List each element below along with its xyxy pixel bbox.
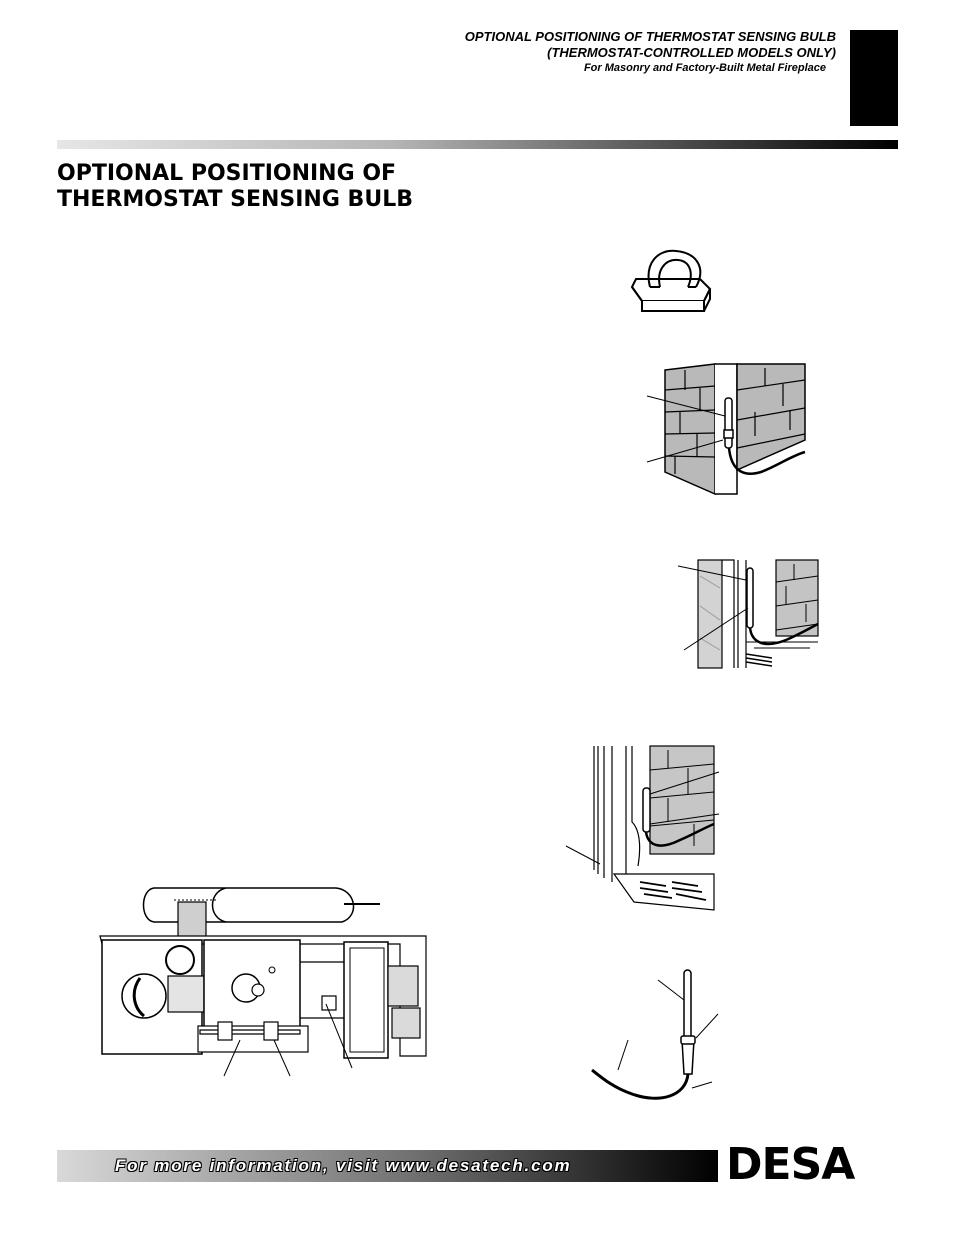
masonry-fireplace-bulb-illustration [646,363,806,496]
header-title-line2: (THERMOSTAT-CONTROLLED MODELS ONLY) [547,45,836,60]
footer-website-text: For more information, visit www.desatech… [115,1156,572,1175]
page-title-line1: OPTIONAL POSITIONING OF [57,161,397,186]
desa-logo: DESA [726,1139,855,1190]
section-tab-marker [850,30,898,126]
sensing-bulb-detail-illustration [591,969,719,1100]
page-title: OPTIONAL POSITIONING OF THERMOSTAT SENSI… [57,161,413,213]
fireplace-screen-bulb-illustration [565,745,720,911]
mounting-clip-illustration [630,249,712,312]
header-subtitle: For Masonry and Factory-Built Metal Fire… [583,62,826,74]
page-title-line2: THERMOSTAT SENSING BULB [57,187,413,212]
header-title-line1: OPTIONAL POSITIONING OF THERMOSTAT SENSI… [464,29,836,44]
header-rule [57,140,898,149]
factory-built-fireplace-bulb-illustration [677,559,819,669]
footer-banner: For more information, visit www.desatech… [57,1150,718,1182]
gas-valve-assembly-illustration [99,887,427,1077]
desa-logo-text: DESA [726,1139,855,1190]
